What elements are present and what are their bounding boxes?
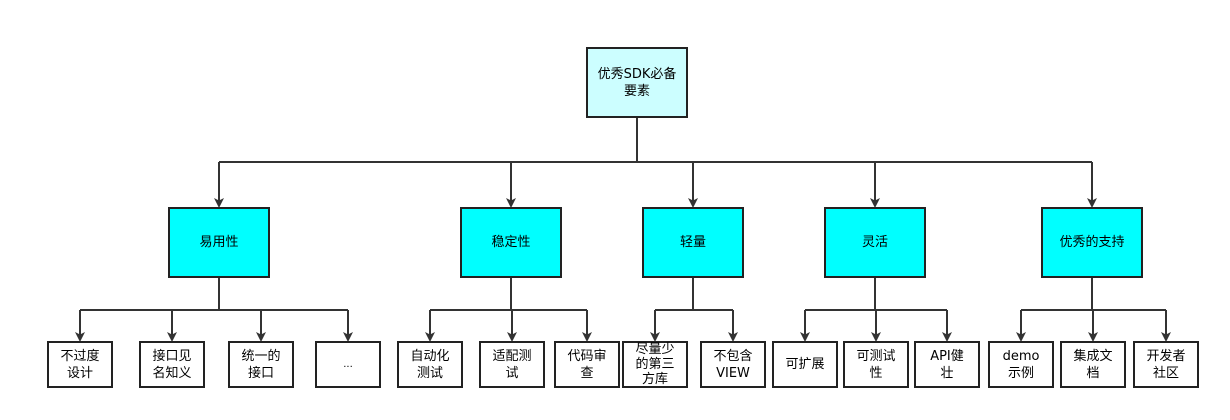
- category-node-stability: 稳定性: [460, 207, 562, 278]
- root-label-line-2: 要素: [623, 83, 650, 99]
- category-label: 优秀的支持: [1059, 235, 1125, 250]
- leaf-label-line: API健: [930, 348, 964, 364]
- leaf-node: ...: [315, 341, 381, 388]
- leaf-label-line: VIEW: [716, 365, 750, 381]
- leaf-label-line: 壮: [940, 365, 954, 381]
- leaf-label-line: 档: [1086, 365, 1100, 381]
- leaf-label-line: 接口: [247, 365, 274, 381]
- leaf-node: 统一的接口: [228, 341, 294, 388]
- category-node-support: 优秀的支持: [1041, 207, 1143, 278]
- leaf-node: API健壮: [914, 341, 980, 388]
- category-node-ease-of-use: 易用性: [168, 207, 270, 278]
- leaf-node: 不过度设计: [47, 341, 113, 388]
- leaf-node: 开发者社区: [1133, 341, 1199, 388]
- leaf-label-line: 尽量少: [635, 342, 675, 357]
- root-node: 优秀SDK必备 要素: [586, 47, 688, 118]
- leaf-node: 可扩展: [772, 341, 838, 388]
- leaf-node: 自动化测试: [397, 341, 463, 388]
- leaf-label-line: 代码审: [567, 348, 607, 364]
- root-label-line-1: 优秀SDK必备: [597, 66, 677, 82]
- leaf-label-line: 试: [505, 365, 519, 381]
- category-node-lightweight: 轻量: [642, 207, 744, 278]
- category-label: 稳定性: [491, 235, 531, 250]
- leaf-label-line: 统一的: [241, 348, 281, 364]
- leaf-label-line: ...: [343, 359, 353, 370]
- leaf-node: 代码审查: [554, 341, 620, 388]
- leaf-label-line: 可扩展: [785, 357, 825, 372]
- leaf-node: 可测试性: [843, 341, 909, 388]
- leaf-label-line: 名知义: [152, 365, 192, 381]
- leaf-label-line: 示例: [1007, 365, 1034, 381]
- leaf-label-line: 开发者: [1146, 348, 1186, 364]
- leaf-label-line: 适配测: [492, 348, 532, 364]
- leaf-node: 集成文档: [1060, 341, 1126, 388]
- category-label: 灵活: [861, 235, 888, 250]
- leaf-label-line: 可测试: [856, 348, 896, 364]
- leaf-label-line: 方库: [641, 372, 668, 387]
- leaf-label-line: 不过度: [60, 348, 100, 364]
- leaf-label-line: 接口见: [152, 348, 192, 364]
- leaf-node: 尽量少的第三方库: [622, 341, 688, 388]
- leaf-label-line: demo: [1002, 348, 1040, 364]
- leaf-label-line: 集成文: [1073, 348, 1113, 364]
- leaf-label-line: 不包含: [713, 348, 753, 364]
- category-label: 轻量: [679, 235, 706, 250]
- leaf-node: 适配测试: [479, 341, 545, 388]
- leaf-label-line: 性: [869, 365, 883, 381]
- leaf-node: 接口见名知义: [139, 341, 205, 388]
- leaf-label-line: 社区: [1152, 365, 1179, 381]
- leaf-label-line: 设计: [66, 365, 93, 381]
- leaf-label-line: 查: [580, 365, 594, 381]
- leaf-label-line: 测试: [416, 365, 443, 381]
- category-label: 易用性: [199, 235, 239, 250]
- leaf-label-line: 的第三: [635, 357, 675, 372]
- category-node-flexibility: 灵活: [824, 207, 926, 278]
- leaf-label-line: 自动化: [410, 348, 450, 364]
